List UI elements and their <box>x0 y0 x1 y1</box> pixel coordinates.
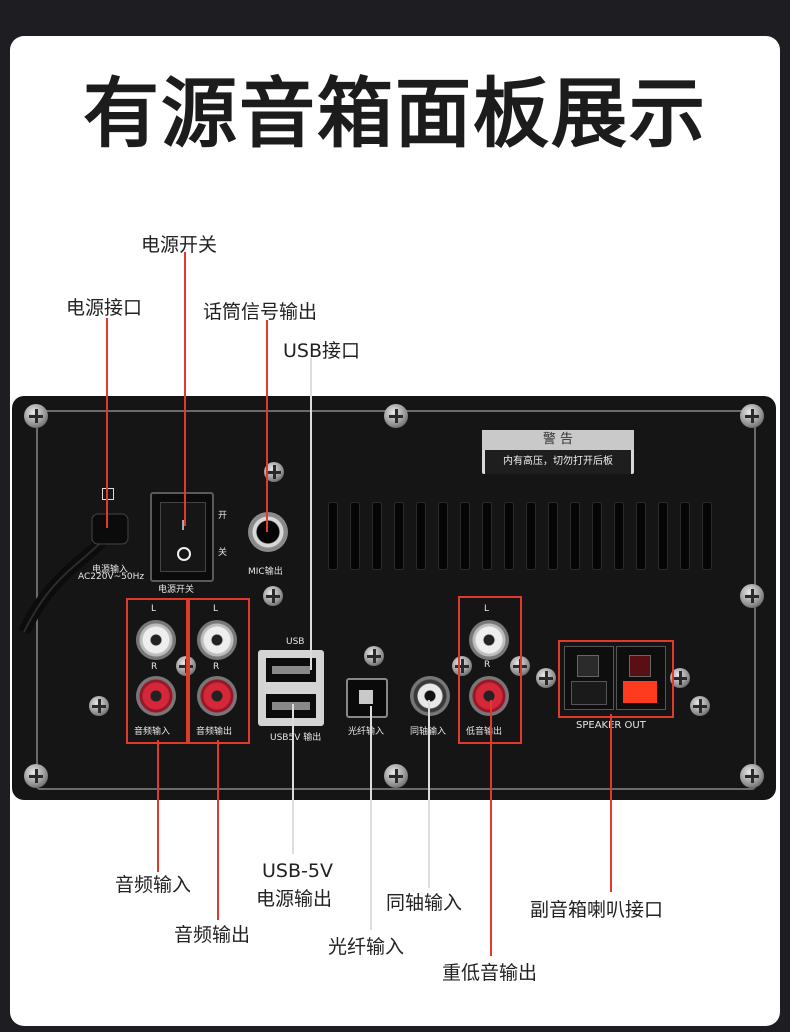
label-audio-out: 音频输出 <box>174 924 251 946</box>
sub-panel-label: 低音输出 <box>466 727 503 737</box>
screw-icon <box>384 404 408 428</box>
optical-panel-label: 光纤输入 <box>348 727 385 737</box>
power-switch[interactable]: I <box>150 492 214 582</box>
label-sub-out: 重低音输出 <box>442 962 538 984</box>
screw-icon <box>740 404 764 428</box>
label-coax-in: 同轴输入 <box>386 892 463 914</box>
audio-out-panel-label: 音频输出 <box>196 727 233 737</box>
label-mic-out: 话筒信号输出 <box>203 301 318 323</box>
speaker-terminal-black[interactable] <box>564 646 614 710</box>
screw-icon <box>536 668 556 688</box>
leader-usb <box>310 358 312 670</box>
label-usb-port: USB接口 <box>283 340 361 362</box>
leader-power-switch <box>184 252 186 526</box>
screw-icon <box>670 668 690 688</box>
leader-optical <box>370 706 372 930</box>
warning-title: 警 告 <box>482 430 634 450</box>
switch-label: 电源开关 <box>158 585 195 595</box>
warning-plate: 警 告 内有高压，切勿打开后板 <box>482 430 634 474</box>
audio-out-left-jack[interactable] <box>197 620 237 660</box>
leader-speaker <box>610 714 612 892</box>
screw-icon <box>740 764 764 788</box>
screw-icon <box>690 696 710 716</box>
screw-icon <box>740 584 764 608</box>
screw-icon <box>452 656 472 676</box>
label-usb-power-2: 电源输出 <box>256 888 333 910</box>
audio-out-left-label: L <box>213 604 219 614</box>
leader-coax <box>428 700 430 888</box>
audio-in-right-label: R <box>151 662 158 672</box>
switch-on-label: 开 <box>218 511 228 521</box>
audio-in-left-label: L <box>151 604 157 614</box>
usb-port-bottom[interactable] <box>266 694 316 718</box>
switch-off-mark <box>177 547 191 561</box>
label-power-port: 电源接口 <box>66 297 143 319</box>
sub-left-jack[interactable] <box>469 620 509 660</box>
screw-icon <box>364 646 384 666</box>
audio-in-panel-label: 音频输入 <box>134 727 171 737</box>
audio-out-right-label: R <box>213 662 220 672</box>
sub-right-label: R <box>484 660 491 670</box>
screw-icon <box>384 764 408 788</box>
screw-icon <box>89 696 109 716</box>
screw-icon <box>24 404 48 428</box>
optical-port[interactable] <box>346 678 388 718</box>
speaker-terminal-red[interactable] <box>616 646 666 710</box>
label-speaker-port: 副音箱喇叭接口 <box>530 899 664 921</box>
power-spec-label: AC220V~50Hz <box>78 572 145 582</box>
coax-jack[interactable] <box>410 676 450 716</box>
usb5v-panel-label: USB5V 输出 <box>270 733 322 743</box>
mic-jack[interactable] <box>248 512 288 552</box>
audio-in-left-jack[interactable] <box>136 620 176 660</box>
screw-icon <box>24 764 48 788</box>
usb-panel-label: USB <box>286 637 305 647</box>
leader-mic <box>266 320 268 532</box>
power-input-label: 电源输入 <box>92 565 129 575</box>
usb-port-top[interactable] <box>266 658 316 682</box>
leader-audio-in <box>157 740 159 872</box>
screw-icon <box>263 586 283 606</box>
switch-on-mark: I <box>181 519 185 534</box>
label-audio-in: 音频输入 <box>115 874 192 896</box>
speaker-out-highlight <box>558 640 674 718</box>
audio-out-right-jack[interactable] <box>197 676 237 716</box>
screw-icon <box>264 462 284 482</box>
leader-usb-power <box>292 704 294 854</box>
double-insulation-icon <box>102 488 114 500</box>
leader-sub <box>490 700 492 956</box>
sub-left-label: L <box>484 604 490 614</box>
leader-audio-out <box>217 740 219 920</box>
audio-in-right-jack[interactable] <box>136 676 176 716</box>
label-usb-power-1: USB-5V <box>262 860 333 882</box>
label-power-switch: 电源开关 <box>141 234 218 256</box>
label-optical-in: 光纤输入 <box>328 936 405 958</box>
mic-label: MIC输出 <box>248 567 283 577</box>
usb-port-block <box>258 650 324 726</box>
audio-out-highlight <box>188 598 250 744</box>
warning-text: 内有高压，切勿打开后板 <box>485 450 631 474</box>
switch-off-label: 关 <box>218 548 228 558</box>
power-cord <box>18 513 129 634</box>
leader-power-port <box>106 318 108 528</box>
page-title: 有源音箱面板展示 <box>83 69 707 158</box>
sub-right-jack[interactable] <box>469 676 509 716</box>
